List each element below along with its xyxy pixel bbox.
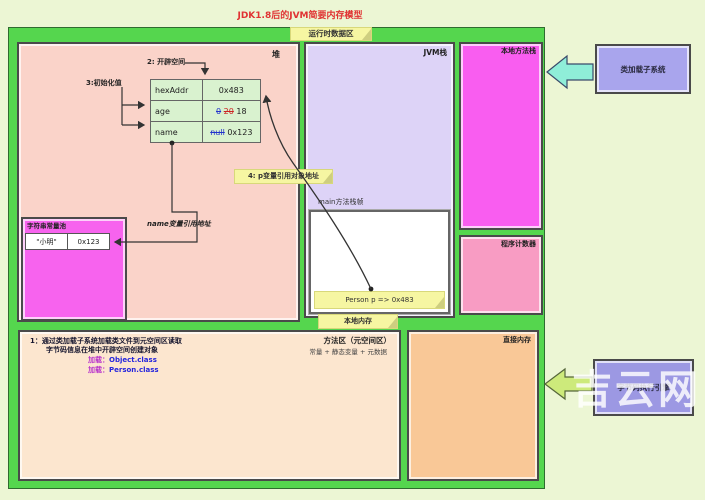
- main-frame-label: main方法栈帧: [318, 198, 364, 206]
- heap-label: 堆: [272, 50, 280, 59]
- table-row: name null 0x123: [150, 121, 262, 143]
- method-area-box: 方法区（元空间区） 常量 + 静态变量 + 元数据: [18, 330, 401, 481]
- field-name: name: [150, 121, 203, 143]
- bytecode-engine-label: 字节码执行引擎: [617, 383, 670, 392]
- table-row: "小明" 0x123: [25, 233, 110, 250]
- string-pool-table: "小明" 0x123: [25, 233, 110, 250]
- program-counter-label: 程序计数器: [501, 240, 536, 248]
- field-value: 0 20 18: [201, 100, 262, 122]
- note-line: 1：通过类加载子系统加载类文件到元空间区读取: [30, 337, 182, 345]
- jvm-stack-label: JVM栈: [423, 48, 447, 57]
- direct-memory-label: 直接内存: [503, 336, 531, 344]
- pool-value-cell: "小明": [25, 233, 68, 250]
- load-class: Object.class: [109, 356, 157, 364]
- step3-annotation: 3:初始化值: [86, 79, 122, 87]
- table-row: hexAddr 0x483: [150, 79, 262, 101]
- note-line: 加载：Person.class: [88, 367, 159, 374]
- class-loader-box: 类加载子系统: [595, 44, 691, 94]
- field-name: hexAddr: [150, 79, 203, 101]
- pool-addr-cell: 0x123: [67, 233, 110, 250]
- class-loader-arrow: [546, 54, 594, 90]
- step2-annotation: 2: 开辟空间: [147, 58, 186, 66]
- class-loader-label: 类加载子系统: [620, 64, 666, 74]
- method-area-title: 方法区（元空间区）: [323, 336, 392, 345]
- program-counter-box: 程序计数器: [459, 235, 543, 315]
- native-method-stack-box: 本地方法栈: [459, 42, 543, 230]
- watermark: 吉云网: [572, 367, 701, 413]
- runtime-area-sticky: 运行时数据区: [290, 27, 372, 41]
- current-value: 0x123: [227, 127, 253, 137]
- load-label: 加载：: [88, 356, 109, 364]
- page-title: JDK1.8后的JVM简要内存模型: [237, 11, 363, 21]
- field-value: 0x483: [201, 79, 262, 101]
- local-memory-sticky: 本地内存: [318, 314, 398, 329]
- field-value: null 0x123: [201, 121, 262, 143]
- bytecode-engine-box: 字节码执行引擎: [593, 359, 694, 416]
- direct-memory-box: 直接内存: [407, 330, 539, 481]
- old-value: 0: [216, 106, 222, 116]
- note-line: 字节码信息在堆中开辟空间创建对象: [46, 346, 158, 354]
- load-label: 加载：: [88, 366, 109, 374]
- method-area-subtitle: 常量 + 静态变量 + 元数据: [309, 348, 387, 356]
- string-pool-label: 字符串常量池: [27, 222, 66, 230]
- native-method-stack-label: 本地方法栈: [501, 47, 536, 55]
- table-row: age 0 20 18: [150, 100, 262, 122]
- field-name: age: [150, 100, 203, 122]
- name-reference-annotation: name变量引用地址: [147, 220, 211, 228]
- person-variable-sticky: Person p => 0x483: [314, 291, 445, 309]
- note-line: 加载：Object.class: [88, 357, 157, 364]
- step4-sticky: 4: p变量引用对象地址: [234, 169, 333, 184]
- current-value: 18: [236, 106, 247, 116]
- old-value: 20: [223, 106, 234, 116]
- load-class: Person.class: [109, 366, 159, 374]
- heap-object-table: hexAddr 0x483 age 0 20 18 name null 0x12…: [150, 79, 262, 143]
- old-value: null: [210, 127, 225, 137]
